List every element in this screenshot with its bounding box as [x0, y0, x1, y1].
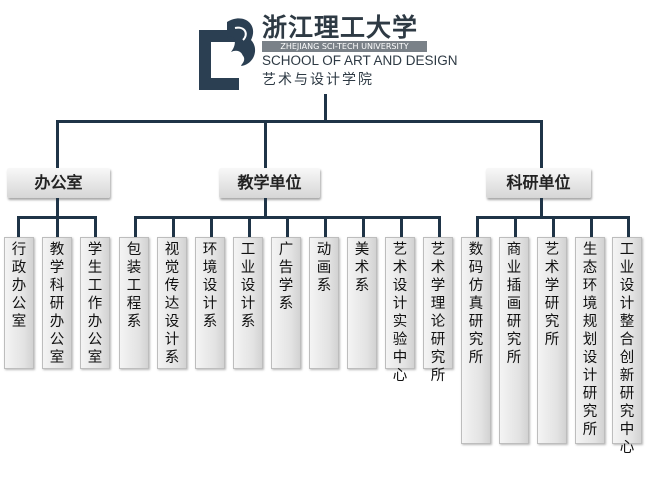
unit-label: 工业设计系: [240, 242, 256, 330]
unit-label: 环境设计系: [202, 242, 218, 330]
unit-box-advertising: 广告学系: [271, 237, 301, 369]
unit-box-digital-simulation: 数码仿真研究所: [461, 237, 491, 444]
unit-label: 工业设计整合创新研究中心: [619, 242, 635, 456]
unit-label: 行政办公室: [11, 242, 27, 330]
unit-drop: [172, 216, 175, 238]
unit-drop: [56, 216, 59, 238]
unit-box-environment-design: 环境设计系: [195, 237, 225, 369]
unit-box-fine-arts: 美术系: [347, 237, 377, 369]
unit-drop: [514, 216, 517, 238]
unit-box-student-affairs-office: 学生工作办公室: [80, 237, 110, 369]
research-stem: [540, 198, 543, 218]
unit-box-animation: 动画系: [309, 237, 339, 369]
trunk-connector: [324, 94, 327, 122]
unit-drop: [552, 216, 555, 238]
unit-label: 视觉传达设计系: [164, 242, 180, 366]
group-header-research: 科研单位: [486, 168, 591, 198]
unit-label: 生态环境规划设计研究所: [582, 242, 598, 438]
school-name-en: SCHOOL OF ART AND DESIGN: [262, 53, 458, 68]
unit-box-commercial-illustration: 商业插画研究所: [499, 237, 529, 444]
unit-drop: [210, 216, 213, 238]
unit-drop: [94, 216, 97, 238]
unit-drop: [476, 216, 479, 238]
unit-label: 商业插画研究所: [506, 242, 522, 366]
unit-box-industrial-design: 工业设计系: [233, 237, 263, 369]
group-header-office: 办公室: [7, 168, 110, 198]
unit-box-art-design-lab: 艺术设计实验中心: [385, 237, 415, 384]
teaching-drop-connector: [264, 120, 267, 168]
unit-box-eco-planning: 生态环境规划设计研究所: [575, 237, 605, 444]
unit-drop: [627, 216, 630, 238]
office-stem: [56, 198, 59, 218]
unit-drop: [134, 216, 137, 238]
unit-label: 美术系: [354, 242, 370, 294]
unit-label: 数码仿真研究所: [468, 242, 484, 366]
unit-drop: [324, 216, 327, 238]
unit-drop: [438, 216, 441, 238]
unit-label: 动画系: [316, 242, 332, 294]
unit-drop: [362, 216, 365, 238]
unit-box-admin-office: 行政办公室: [4, 237, 34, 369]
unit-label: 教学科研办公室: [49, 242, 65, 366]
unit-box-art-studies: 艺术学研究所: [537, 237, 567, 444]
main-horizontal-connector: [56, 120, 543, 123]
unit-drop: [17, 216, 20, 238]
school-name-cn: 艺术与设计学院: [262, 72, 374, 88]
unit-drop: [248, 216, 251, 238]
unit-label: 艺术学理论研究所: [430, 242, 446, 384]
unit-drop: [286, 216, 289, 238]
teaching-stem: [264, 198, 267, 218]
university-emblem-icon: [199, 18, 256, 90]
unit-box-art-theory-institute: 艺术学理论研究所: [423, 237, 453, 384]
university-name-cn: 浙江理工大学: [262, 13, 419, 42]
unit-label: 包装工程系: [126, 242, 142, 330]
group-header-teaching: 教学单位: [219, 168, 320, 198]
unit-label: 艺术设计实验中心: [392, 242, 408, 384]
unit-label: 学生工作办公室: [87, 242, 103, 366]
unit-box-industrial-design-innovation: 工业设计整合创新研究中心: [612, 237, 642, 456]
unit-drop: [590, 216, 593, 238]
unit-label: 广告学系: [278, 242, 294, 312]
unit-box-teaching-research-office: 教学科研办公室: [42, 237, 72, 369]
unit-drop: [400, 216, 403, 238]
research-drop-connector: [540, 120, 543, 168]
unit-label: 艺术学研究所: [544, 242, 560, 348]
unit-box-packaging-engineering: 包装工程系: [119, 237, 149, 369]
university-name-en: ZHEJIANG SCI-TECH UNIVERSITY: [262, 41, 427, 52]
unit-box-visual-communication: 视觉传达设计系: [157, 237, 187, 369]
office-drop-connector: [56, 120, 59, 168]
